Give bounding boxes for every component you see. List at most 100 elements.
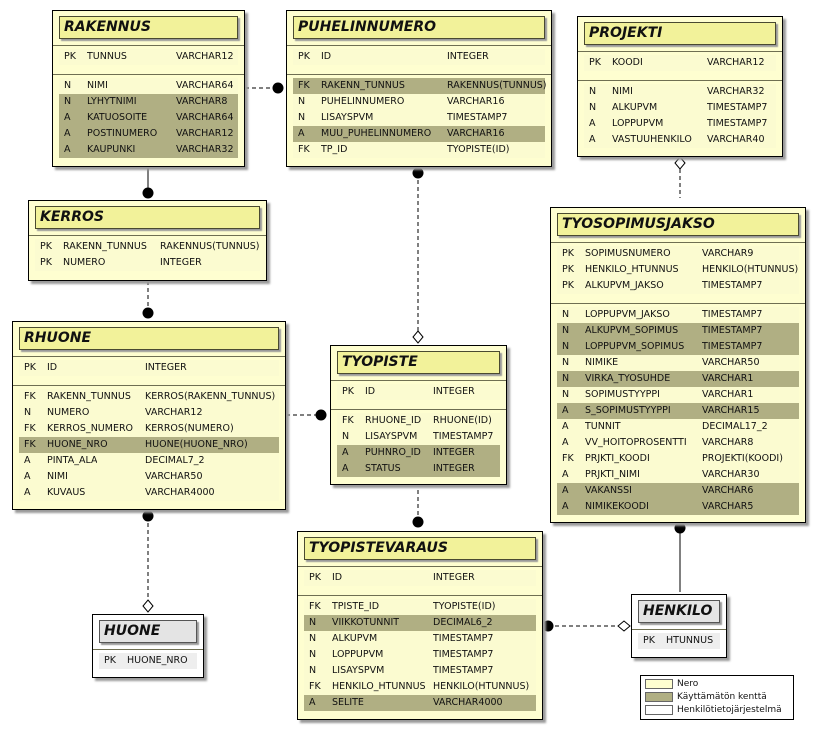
column-key-type: N — [64, 96, 72, 107]
column-name: SOPIMUSTYYPPI — [585, 389, 660, 400]
column-key-type: N — [64, 80, 72, 91]
column-name: HUONE_NRO — [127, 655, 188, 666]
column-datatype: VARCHAR12 — [707, 57, 765, 68]
column-key-type: A — [64, 112, 71, 123]
column-key-type: A — [589, 134, 596, 145]
column-key-type: PK — [40, 257, 52, 268]
column-datatype: VARCHAR4000 — [433, 697, 503, 708]
column-datatype: HENKILO(HTUNNUS) — [433, 681, 530, 692]
column-datatype: TIMESTAMP7 — [702, 309, 763, 320]
column-datatype: VARCHAR64 — [176, 112, 234, 123]
column-name: VASTUUHENKILO — [612, 134, 692, 145]
column-name: TP_ID — [321, 144, 348, 155]
column-key-type: PK — [562, 280, 574, 291]
column-datatype: VARCHAR12 — [176, 51, 234, 62]
column-key-type: PK — [562, 248, 574, 259]
rel-end-diamond — [674, 156, 686, 170]
section-divider — [287, 74, 551, 75]
column-key-type: PK — [562, 264, 574, 275]
column-datatype: INTEGER — [447, 51, 489, 62]
section-divider — [632, 629, 726, 630]
column-datatype: INTEGER — [160, 257, 202, 268]
column-datatype: TIMESTAMP7 — [702, 341, 763, 352]
column-key-type: A — [562, 485, 569, 496]
column-key-type: A — [309, 697, 316, 708]
column-name: KOODI — [612, 57, 643, 68]
column-key-type: PK — [643, 635, 655, 646]
